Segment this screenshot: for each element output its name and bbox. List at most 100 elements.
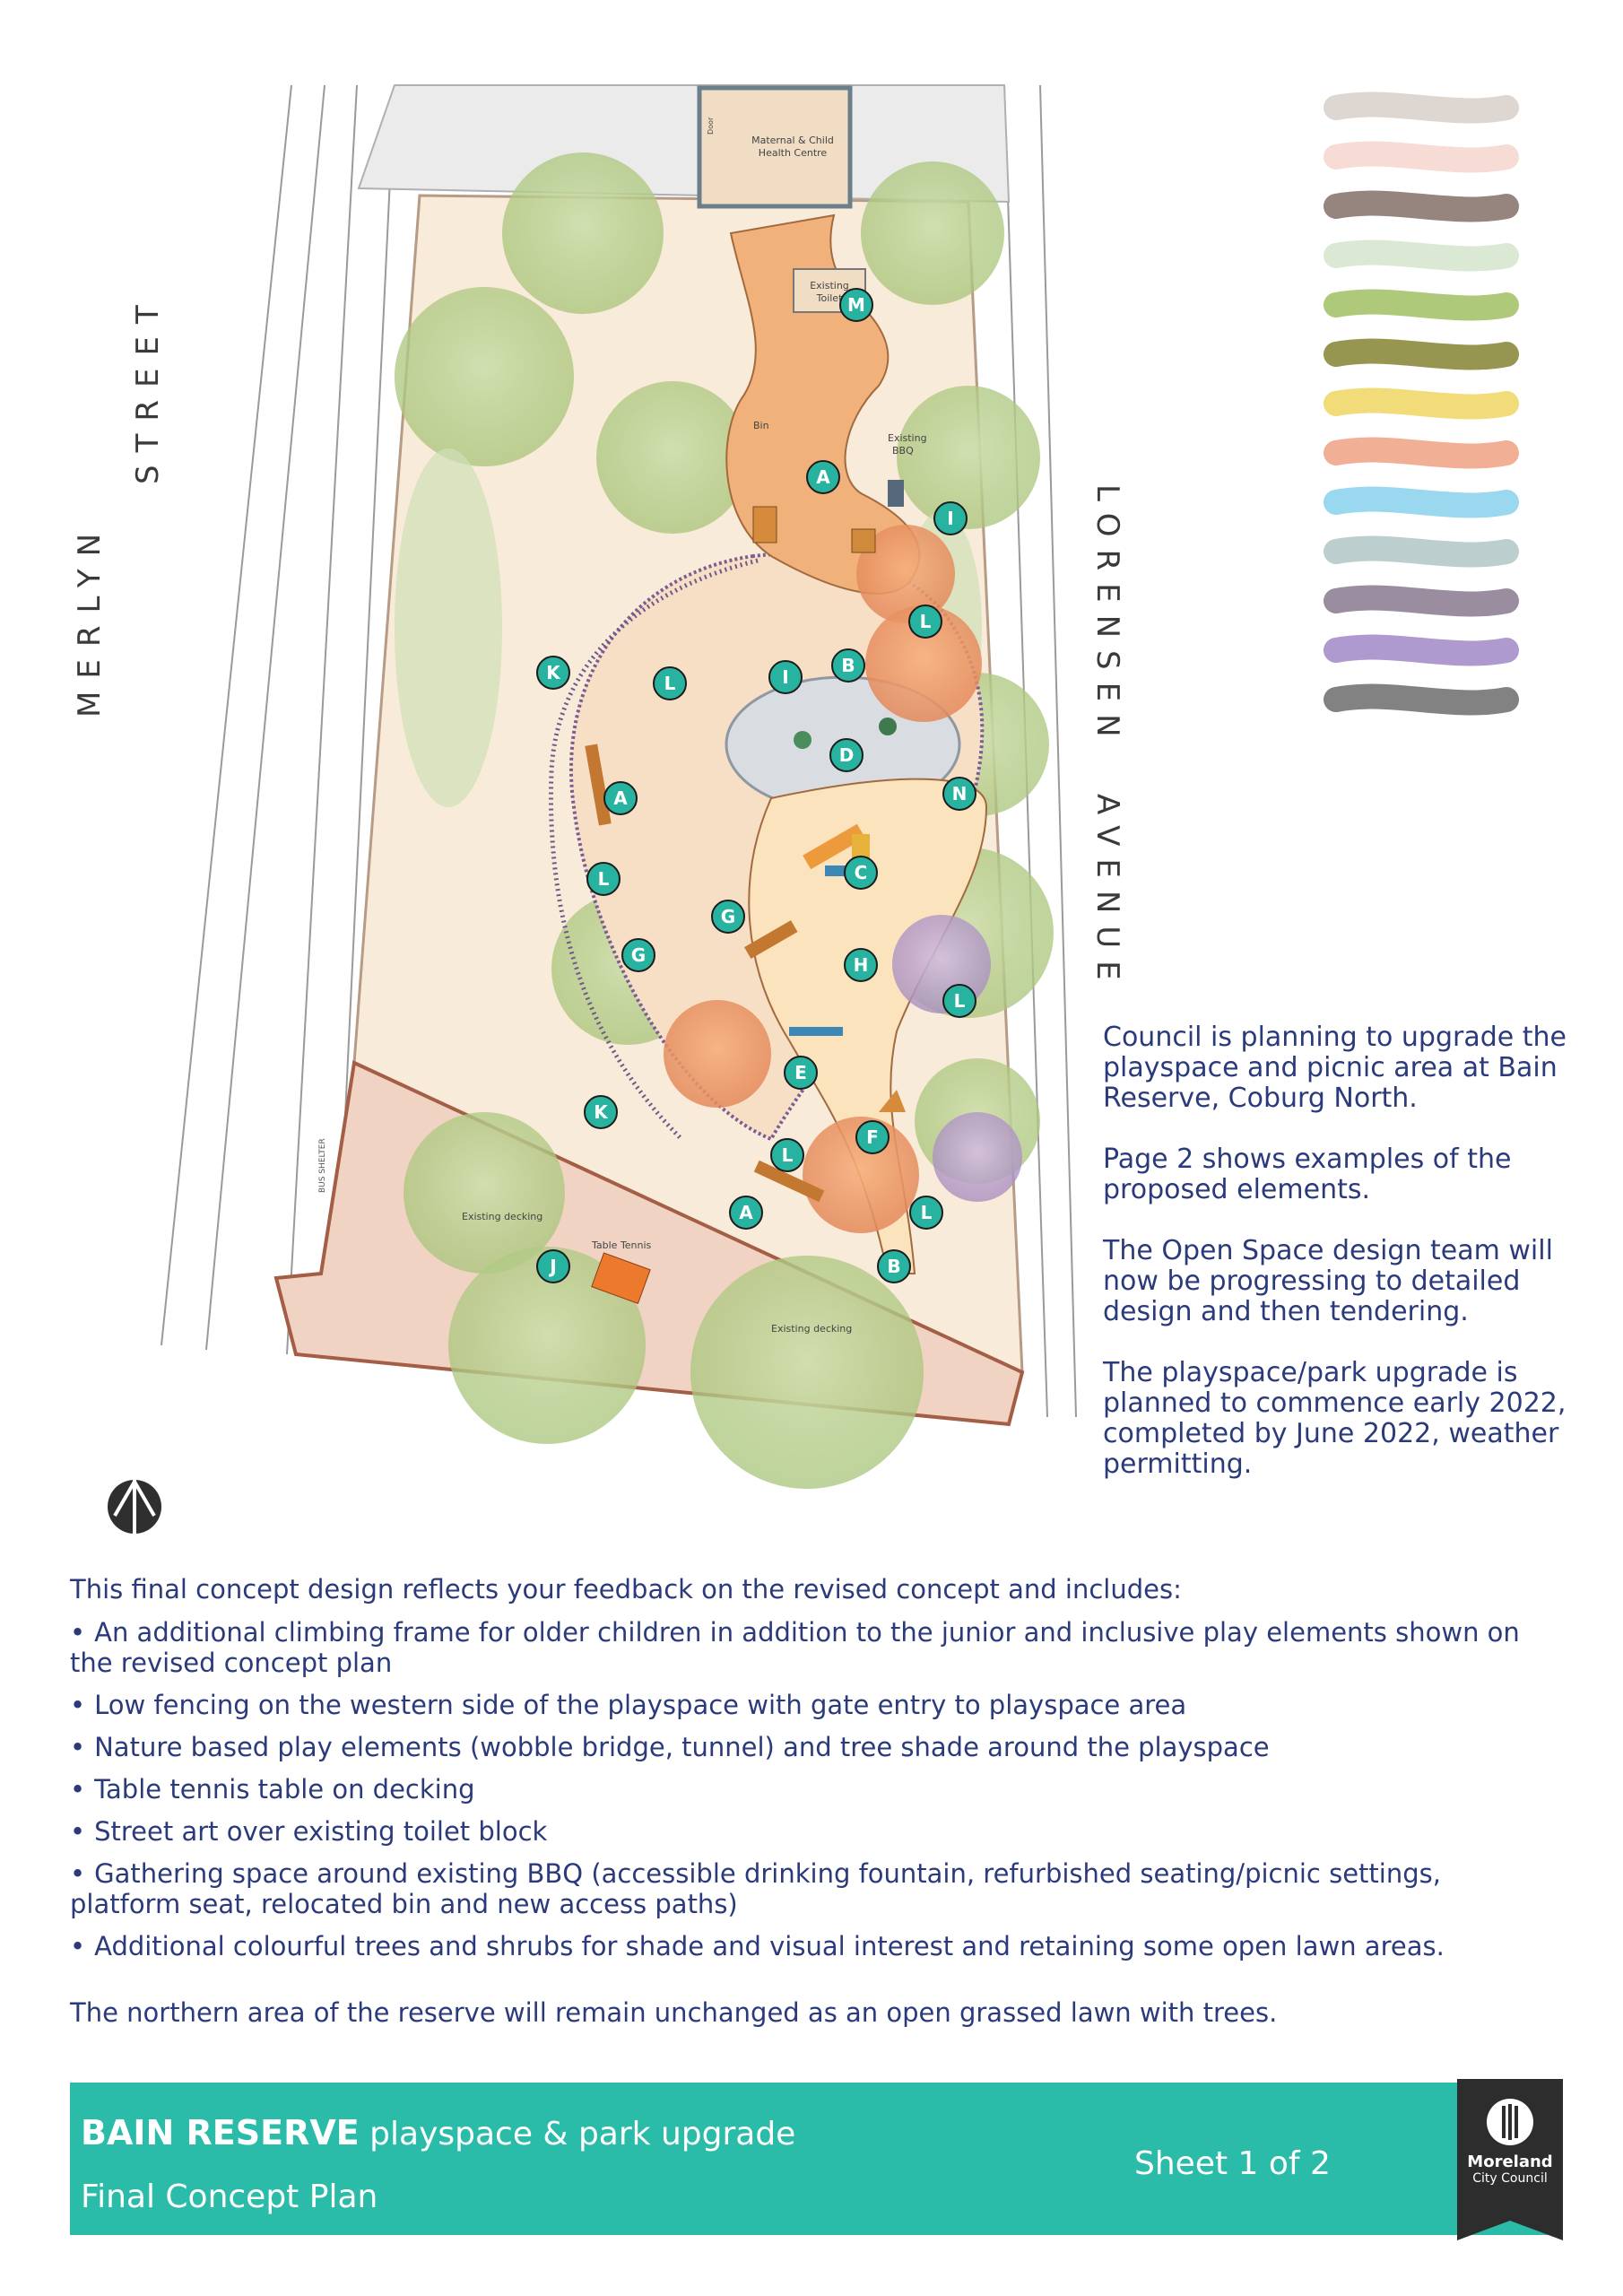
existing-bbq-label: Existing [888,432,927,444]
swatch-stroke [1324,486,1519,518]
info-paragraph-2: Page 2 shows examples of the proposed el… [1103,1144,1512,1205]
marker-letter: I [782,666,788,688]
colour-swatches [1324,91,1519,716]
marker-b: B [831,648,865,683]
marker-letter: A [739,1202,753,1223]
marker-l: L [942,984,976,1018]
marker-l: L [770,1138,804,1172]
info-panel: Council is planning to upgrade the plays… [1103,1022,1569,1510]
marker-a: A [603,781,638,815]
marker-circle [909,1196,943,1230]
bullet-icon: • [70,1931,86,1961]
western-low-fence [549,558,759,1141]
avenue-label: AVENUE [1089,794,1125,993]
marker-letter: M [847,294,865,316]
marker-letter: K [546,662,561,683]
marker-letter: A [816,466,830,488]
marker-i: I [768,660,803,694]
marker-letter: B [887,1256,900,1277]
marker-letter: G [631,944,646,966]
moreland-logo-text: Moreland City Council [1457,2152,1563,2186]
existing-decking-label-2: Existing decking [771,1323,852,1335]
marker-g: G [621,938,655,972]
marker-circle [729,1196,763,1230]
marker-l: L [586,862,621,896]
marker-circle [784,1056,818,1090]
maternal-health-building [697,85,853,209]
marker-letter: D [839,744,855,766]
marker-circle [536,1249,570,1283]
list-item: •An additional climbing frame for older … [70,1617,1520,1678]
marker-letter: L [598,868,610,890]
swatch-stroke [1324,239,1519,272]
street-label: STREET [130,292,166,484]
marker-circle [806,460,840,494]
marker-letter: J [548,1256,556,1277]
marker-letter: L [921,1202,933,1223]
info-paragraph-3: The Open Space design team will now be p… [1103,1235,1553,1327]
list-item: •Gathering space around existing BBQ (ac… [70,1858,1441,1919]
marker-circle [942,777,976,811]
marker-letter: C [855,862,868,883]
marker-i: I [933,501,968,535]
info-paragraph-1: Council is planning to upgrade the plays… [1103,1022,1567,1114]
logo-name: Moreland [1467,2152,1553,2171]
swatch-stroke [1324,289,1519,321]
marker-letter: G [721,906,735,927]
bullet-icon: • [70,1858,86,1889]
marker-letter: L [954,990,966,1012]
marker-circle [908,604,942,639]
info-paragraph-4: The playspace/park upgrade is planned to… [1103,1357,1567,1480]
marker-circle [839,288,873,322]
marker-circle [711,900,745,934]
marker-letter: F [866,1126,879,1148]
swatch-stroke [1324,190,1519,222]
swatch-stroke [1324,535,1519,568]
list-item: •Street art over existing toilet block [70,1816,548,1847]
marker-k: K [584,1095,618,1129]
swatch-stroke [1324,141,1519,173]
bullet-icon: • [70,1816,86,1847]
marker-circle [653,666,687,700]
marker-l: L [653,666,687,700]
existing-bbq-label-2: BBQ [892,445,914,457]
marker-m: M [839,288,873,322]
marker-circle [942,984,976,1018]
marker-letter: H [854,954,869,976]
orange-trees [664,525,982,1233]
existing-toilet-label-2: Toilet [816,292,843,304]
summary-list: •An additional climbing frame for older … [70,1617,1558,1961]
footer-banner: BAIN RESERVE playspace & park upgrade Fi… [70,2083,1562,2235]
site-plan-drawing: Maternal & Child Health Centre Door [108,84,1519,1534]
bus-shelter-label: BUS SHELTER [318,1138,327,1193]
logo-sub: City Council [1472,2171,1548,2186]
marker-letter: L [782,1144,794,1166]
marker-circle [933,501,968,535]
list-item: •Nature based play elements (wobble brid… [70,1732,1270,1762]
marker-circle [829,738,864,772]
marker-letter: I [947,508,953,529]
maternal-health-label: Maternal & Child [751,135,834,146]
play-equipment [585,480,906,1305]
concept-summary: This final concept design reflects your … [70,1574,1558,2028]
marker-l: L [908,604,942,639]
maternal-health-label-2: Health Centre [759,147,828,159]
existing-decking-label-1: Existing decking [462,1211,542,1222]
marker-circle [831,648,865,683]
bullet-icon: • [70,1617,86,1648]
marker-e: E [784,1056,818,1090]
bullet-icon: • [70,1732,86,1762]
marker-circle [536,656,570,690]
marker-circle [768,660,803,694]
list-item: •Additional colourful trees and shrubs f… [70,1931,1445,1961]
marker-h: H [844,948,878,982]
marker-a: A [729,1196,763,1230]
marker-a: A [806,460,840,494]
marker-letter: B [841,655,855,676]
existing-toilet-label: Existing [810,280,849,291]
summary-closing: The northern area of the reserve will re… [70,1997,1278,2028]
swatch-stroke [1324,437,1519,469]
lorensen-label: LORENSEN [1089,484,1125,750]
marker-circle [844,856,878,890]
